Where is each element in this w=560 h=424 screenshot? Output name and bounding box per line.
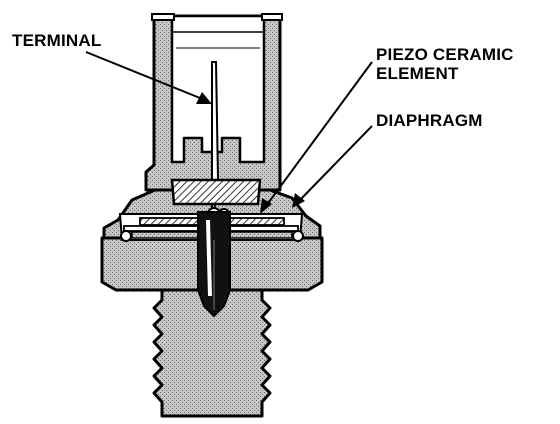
terminal-label: TERMINAL xyxy=(12,31,102,50)
diaphragm-label: DIAPHRAGM xyxy=(376,111,483,130)
piezo-ceramic-element-label: PIEZO CERAMIC ELEMENT xyxy=(376,45,514,83)
piezo-label-line-1: PIEZO CERAMIC xyxy=(376,45,514,64)
connector-housing xyxy=(144,13,283,192)
insulator xyxy=(170,178,262,206)
piezo-label-line-2: ELEMENT xyxy=(376,64,459,83)
threaded-stud xyxy=(152,283,272,418)
center-bolt xyxy=(197,211,231,318)
leader-lines xyxy=(85,51,373,214)
